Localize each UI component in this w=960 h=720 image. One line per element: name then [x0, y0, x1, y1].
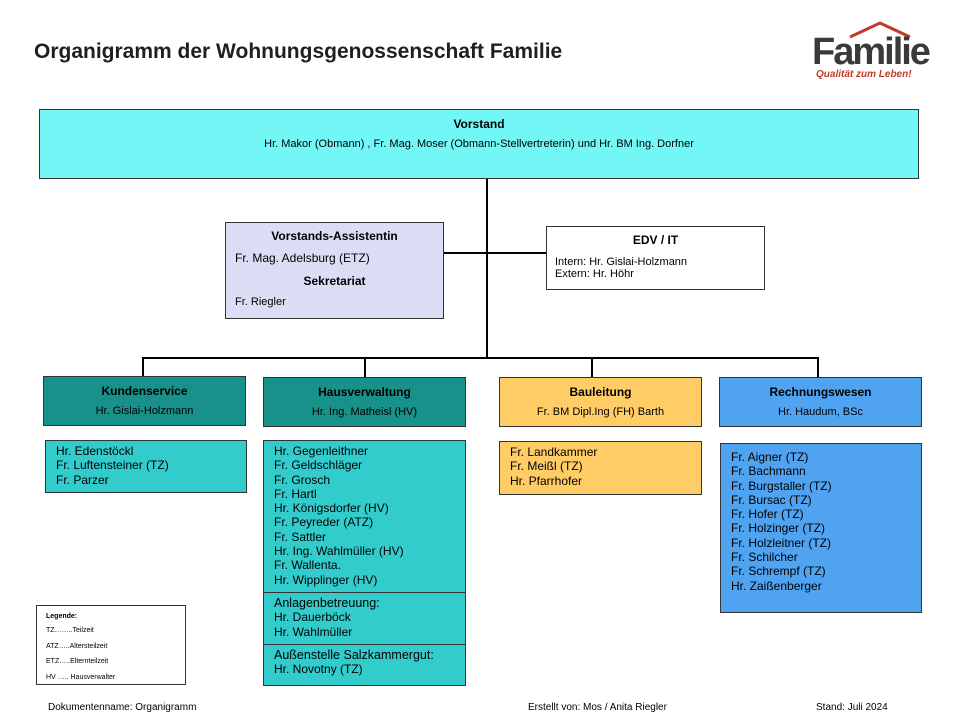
assistenz-box: Vorstands-Assistentin Fr. Mag. Adelsburg… — [225, 222, 444, 319]
legend-entry: TZ……..Teilzeit — [46, 627, 94, 634]
legend-entry: ATZ…..Altersteilzeit — [46, 642, 108, 650]
staff-member: Fr. Sattler — [274, 529, 327, 544]
staff-member: Fr. Wallenta. — [274, 558, 341, 573]
staff-member: Hr. Dauerböck — [274, 610, 351, 625]
staff-member: Fr. Bachmann — [731, 464, 806, 479]
vorstand-members: Hr. Makor (Obmann) , Fr. Mag. Moser (Obm… — [264, 138, 694, 150]
connector-departments-horizontal — [142, 357, 819, 359]
staff-kundenservice: Hr. Edenstöckl Fr. Luftensteiner (TZ) Fr… — [45, 440, 247, 493]
staff-member: Fr. Meißl (TZ) — [510, 459, 583, 474]
dept-name: Kundenservice — [101, 384, 188, 398]
legend-heading: Legende: — [46, 613, 78, 620]
staff-member: Hr. Königsdorfer (HV) — [274, 501, 389, 516]
connector-main-vertical — [486, 179, 488, 359]
vorstand-box: Vorstand Hr. Makor (Obmann) , Fr. Mag. M… — [39, 109, 919, 179]
staff-member: Fr. Grosch — [274, 472, 331, 487]
staff-member: Fr. Holzinger (TZ) — [731, 521, 826, 536]
staff-member: Fr. Aigner (TZ) — [731, 450, 809, 464]
footer-date: Stand: Juli 2024 — [816, 702, 888, 713]
dept-head: Hr. Haudum, BSc — [778, 406, 863, 418]
legend-entry: ETZ…..Elternteilzeit — [46, 658, 109, 665]
staff-member: Fr. Bursac (TZ) — [731, 492, 812, 507]
staff-bauleitung: Fr. Landkammer Fr. Meißl (TZ) Hr. Pfarrh… — [499, 441, 702, 495]
staff-member: Hr. Wipplinger (HV) — [274, 572, 378, 587]
logo-tagline: Qualität zum Leben! — [816, 69, 912, 80]
staff-hausverwaltung: Hr. Gegenleithner Fr. Geldschläger Fr. G… — [263, 440, 466, 593]
dept-kundenservice: Kundenservice Hr. Gislai-Holzmann — [43, 376, 246, 426]
staff-member: Hr. Novotny (TZ) — [274, 662, 363, 677]
staff-member: Hr. Gegenleithner — [274, 444, 369, 458]
vorstand-heading: Vorstand — [453, 117, 505, 131]
dept-head: Hr. Ing. Matheisl (HV) — [311, 406, 418, 418]
staff-member: Hr. Edenstöckl — [56, 444, 134, 458]
staff-member: Fr. Schilcher — [731, 550, 798, 565]
familie-logo: Familie Qualität zum Leben! — [812, 20, 931, 84]
legend-entry: HV ….. Hausverwalter — [46, 673, 116, 681]
sekretariat-heading: Sekretariat — [303, 274, 366, 288]
connector-staff-horizontal — [444, 252, 546, 254]
page-title: Organigramm der Wohnungsgenossenschaft F… — [34, 40, 563, 63]
connector-rechnungswesen — [817, 357, 819, 378]
staff-member: Fr. Hartl — [274, 486, 317, 501]
staff-member: Hr. Ing. Wahlmüller (HV) — [274, 544, 404, 559]
staff-member: Fr. Luftensteiner (TZ) — [56, 458, 169, 473]
staff-member: Fr. Landkammer — [510, 445, 598, 459]
staff-aussenstelle: Außenstelle Salzkammergut: Hr. Novotny (… — [263, 644, 466, 686]
logo-wordmark: Familie — [812, 31, 931, 73]
footer-created-by: Erstellt von: Mos / Anita Riegler — [528, 702, 667, 713]
section-heading: Außenstelle Salzkammergut: — [274, 648, 434, 662]
dept-name: Hausverwaltung — [318, 385, 411, 399]
staff-member: Fr. Schrempf (TZ) — [731, 564, 826, 579]
staff-member: Fr. Peyreder (ATZ) — [274, 515, 374, 530]
roof-icon — [849, 21, 911, 39]
dept-name: Bauleitung — [569, 385, 632, 399]
legend: Legende: TZ……..Teilzeit ATZ…..Altersteil… — [36, 605, 186, 685]
dept-bauleitung: Bauleitung Fr. BM Dipl.Ing (FH) Barth — [499, 377, 702, 427]
staff-member: Hr. Zaißenberger — [731, 578, 822, 593]
edv-extern: Extern: Hr. Höhr — [555, 268, 634, 280]
staff-member: Hr. Wahlmüller — [274, 624, 353, 639]
staff-anlagenbetreuung: Anlagenbetreuung: Hr. Dauerböck Hr. Wahl… — [263, 592, 466, 645]
dept-head: Fr. BM Dipl.Ing (FH) Barth — [536, 406, 665, 418]
assistenz-name: Fr. Mag. Adelsburg (ETZ) — [235, 251, 370, 265]
staff-member: Fr. Hofer (TZ) — [731, 507, 804, 522]
dept-name: Rechnungswesen — [769, 385, 872, 399]
footer-document-name: Dokumentenname: Organigramm — [48, 702, 197, 713]
staff-member: Fr. Burgstaller (TZ) — [731, 478, 832, 493]
staff-member: Hr. Pfarrhofer — [510, 473, 583, 488]
edv-heading: EDV / IT — [632, 233, 679, 247]
staff-member: Fr. Geldschläger — [274, 458, 363, 473]
staff-member: Fr. Parzer — [56, 472, 109, 487]
connector-kundenservice — [142, 357, 144, 377]
dept-head: Hr. Gislai-Holzmann — [95, 405, 194, 417]
staff-member: Fr. Holzleitner (TZ) — [731, 535, 832, 550]
dept-hausverwaltung: Hausverwaltung Hr. Ing. Matheisl (HV) — [263, 377, 466, 427]
staff-rechnungswesen: Fr. Aigner (TZ) Fr. Bachmann Fr. Burgsta… — [720, 443, 922, 613]
assistenz-heading: Vorstands-Assistentin — [271, 229, 398, 243]
connector-hausverwaltung — [364, 357, 366, 378]
edv-intern: Intern: Hr. Gislai-Holzmann — [555, 256, 688, 268]
edv-box: EDV / IT Intern: Hr. Gislai-Holzmann Ext… — [546, 226, 765, 290]
connector-bauleitung — [591, 357, 593, 378]
sekretariat-name: Fr. Riegler — [235, 296, 286, 308]
dept-rechnungswesen: Rechnungswesen Hr. Haudum, BSc — [719, 377, 922, 427]
section-heading: Anlagenbetreuung: — [274, 596, 380, 610]
